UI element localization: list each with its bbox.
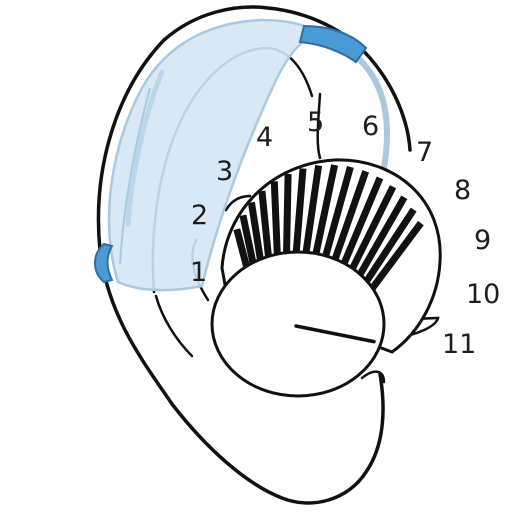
knob-ridge — [339, 176, 384, 269]
hearing-aid-icon — [94, 18, 390, 292]
dial-number-2: 2 — [191, 200, 208, 231]
knob-top-face — [210, 250, 386, 398]
knob-ridge — [301, 164, 323, 260]
ear-antihelix-fold — [154, 294, 194, 358]
knob-ridge — [330, 170, 370, 265]
knob-ridge — [282, 173, 292, 265]
knob-ridge — [354, 195, 408, 281]
knob-ridge — [321, 165, 354, 262]
volume-knob-icon — [210, 158, 442, 398]
dial-number-3: 3 — [216, 156, 233, 187]
hearing-aid-blue-cap — [298, 24, 368, 64]
knob-pointer — [294, 324, 376, 344]
hearing-aid-tube — [357, 57, 390, 171]
dial-number-6: 6 — [362, 111, 379, 142]
dial-number-1: 1 — [190, 257, 207, 288]
knob-ridge — [360, 207, 417, 289]
knob-ridge — [311, 164, 339, 260]
dial-number-5: 5 — [307, 107, 324, 138]
knob-ridge — [347, 185, 397, 274]
knob-ridge — [292, 168, 307, 262]
dial-number-7: 7 — [416, 137, 433, 168]
ear-tragus-curve — [224, 194, 252, 212]
ear-lobe-fold — [360, 370, 386, 384]
dial-scale: 1 2 3 4 5 6 7 8 9 10 11 — [190, 107, 500, 360]
dial-number-8: 8 — [454, 175, 471, 206]
dial-number-9: 9 — [474, 225, 491, 256]
dial-number-4: 4 — [256, 122, 273, 153]
hearing-aid-inner-edge — [119, 87, 151, 265]
hearing-aid-button-rail — [125, 69, 165, 227]
dial-number-11: 11 — [442, 329, 476, 360]
dial-number-10: 10 — [466, 279, 500, 310]
ear-canal-line — [316, 92, 322, 160]
knob-ridge — [364, 221, 424, 297]
hearing-aid-blue-tip — [94, 242, 114, 284]
